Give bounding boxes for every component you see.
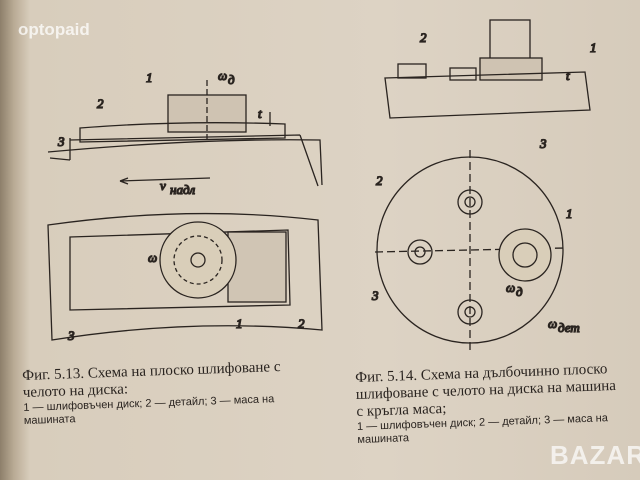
label-3-b: 3 xyxy=(371,288,379,303)
figure-513-top-view: ω 3 1 2 xyxy=(47,212,323,344)
label-2-b: 2 xyxy=(376,173,383,188)
label-t: t xyxy=(566,68,570,83)
label-omega-det-sub: дет xyxy=(558,320,580,335)
label-t: t xyxy=(258,106,262,121)
label-omega: ω xyxy=(218,68,227,83)
figure-514-top-view: 2 1 3 ω д ω дет xyxy=(370,150,580,350)
watermark-top-left: optopaid xyxy=(18,20,90,39)
label-2: 2 xyxy=(97,96,104,111)
figure-514-side-view: 2 1 t 3 xyxy=(384,19,597,152)
workpiece-hatch xyxy=(227,231,287,303)
label-v-sub: надл xyxy=(170,182,196,197)
figure-513-side-view: 1 ω д 2 3 t v надл xyxy=(47,67,323,198)
label-3: 3 xyxy=(57,134,65,149)
label-omega-d-sub: д xyxy=(516,284,523,299)
workpiece xyxy=(79,122,286,143)
label-1-b: 1 xyxy=(566,206,573,221)
label-1: 1 xyxy=(146,70,153,85)
label-v: v xyxy=(160,178,166,193)
label-2: 2 xyxy=(420,30,427,45)
figure-514-caption: Фиг. 5.14. Схема на дълбочинно плоско шл… xyxy=(355,361,617,420)
label-omega-det: ω xyxy=(548,316,557,331)
label-omega-sub: д xyxy=(228,72,235,87)
grinding-disc-top xyxy=(498,228,552,282)
label-2-b: 2 xyxy=(298,316,305,331)
label-1: 1 xyxy=(590,40,597,55)
label-omega-d: ω xyxy=(506,280,515,295)
watermark-bottom-right: BAZAR xyxy=(550,440,640,470)
figure-513-caption-block: Фиг. 5.13. Схема на плоско шлифоване с ч… xyxy=(22,358,324,428)
label-1-b: 1 xyxy=(236,316,243,331)
label-3-b: 3 xyxy=(67,328,75,343)
grinding-disc-top xyxy=(159,221,237,299)
figure-514-caption-block: Фиг. 5.14. Схема на дълбочинно плоско шл… xyxy=(355,361,628,447)
label-3: 3 xyxy=(539,136,547,151)
label-omega-b: ω xyxy=(148,250,157,265)
table xyxy=(384,71,591,119)
grinding-disc xyxy=(479,57,543,81)
